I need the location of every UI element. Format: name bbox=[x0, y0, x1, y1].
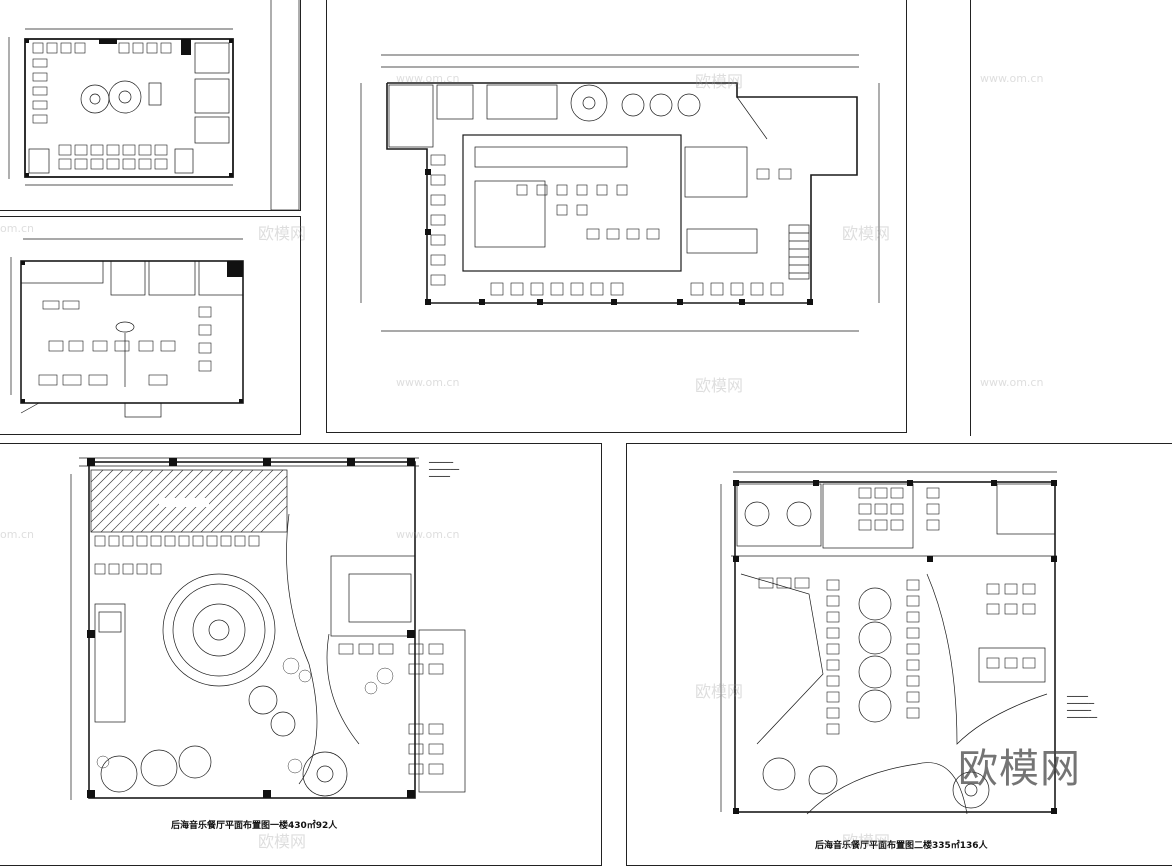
plan-drawing-top-center bbox=[360, 54, 880, 332]
plan-sheet-middle-left bbox=[0, 216, 301, 435]
plan-drawing-floor-2 bbox=[720, 471, 1057, 815]
floor-2-notes: ━━━━━━━━━━━━━━━━━━━━━━━━━━━━━━━━━━ bbox=[1067, 694, 1098, 721]
floor-2-caption: 后海音乐餐厅平面布置图二楼335㎡136人 bbox=[815, 841, 988, 851]
plan-drawing-floor-1 bbox=[70, 457, 466, 800]
watermark-domain-5: www.om.cn bbox=[980, 376, 1044, 389]
frame-divider bbox=[970, 0, 971, 436]
plan-sheet-floor-1: ━━━━━━━━━━━━━━━━━━━━━━━━━ 后海音乐餐厅平面布置图一楼4… bbox=[0, 443, 602, 866]
floor-1-caption: 后海音乐餐厅平面布置图一楼430㎡92人 bbox=[171, 821, 338, 831]
plan-drawing-top-left bbox=[8, 0, 300, 210]
plan-sheet-floor-2: ━━━━━━━━━━━━━━━━━━━━━━━━━━━━━━━━━━ 后海音乐餐… bbox=[626, 443, 1172, 866]
plan-sheet-top-center bbox=[326, 0, 907, 433]
plan-sheet-top-left bbox=[0, 0, 301, 211]
watermark-domain-2: www.om.cn bbox=[980, 72, 1044, 85]
watermark-brand-large: 欧模网 bbox=[958, 746, 1081, 792]
plan-drawing-middle-left bbox=[10, 238, 244, 418]
floor-1-notes: ━━━━━━━━━━━━━━━━━━━━━━━━━ bbox=[429, 460, 460, 480]
